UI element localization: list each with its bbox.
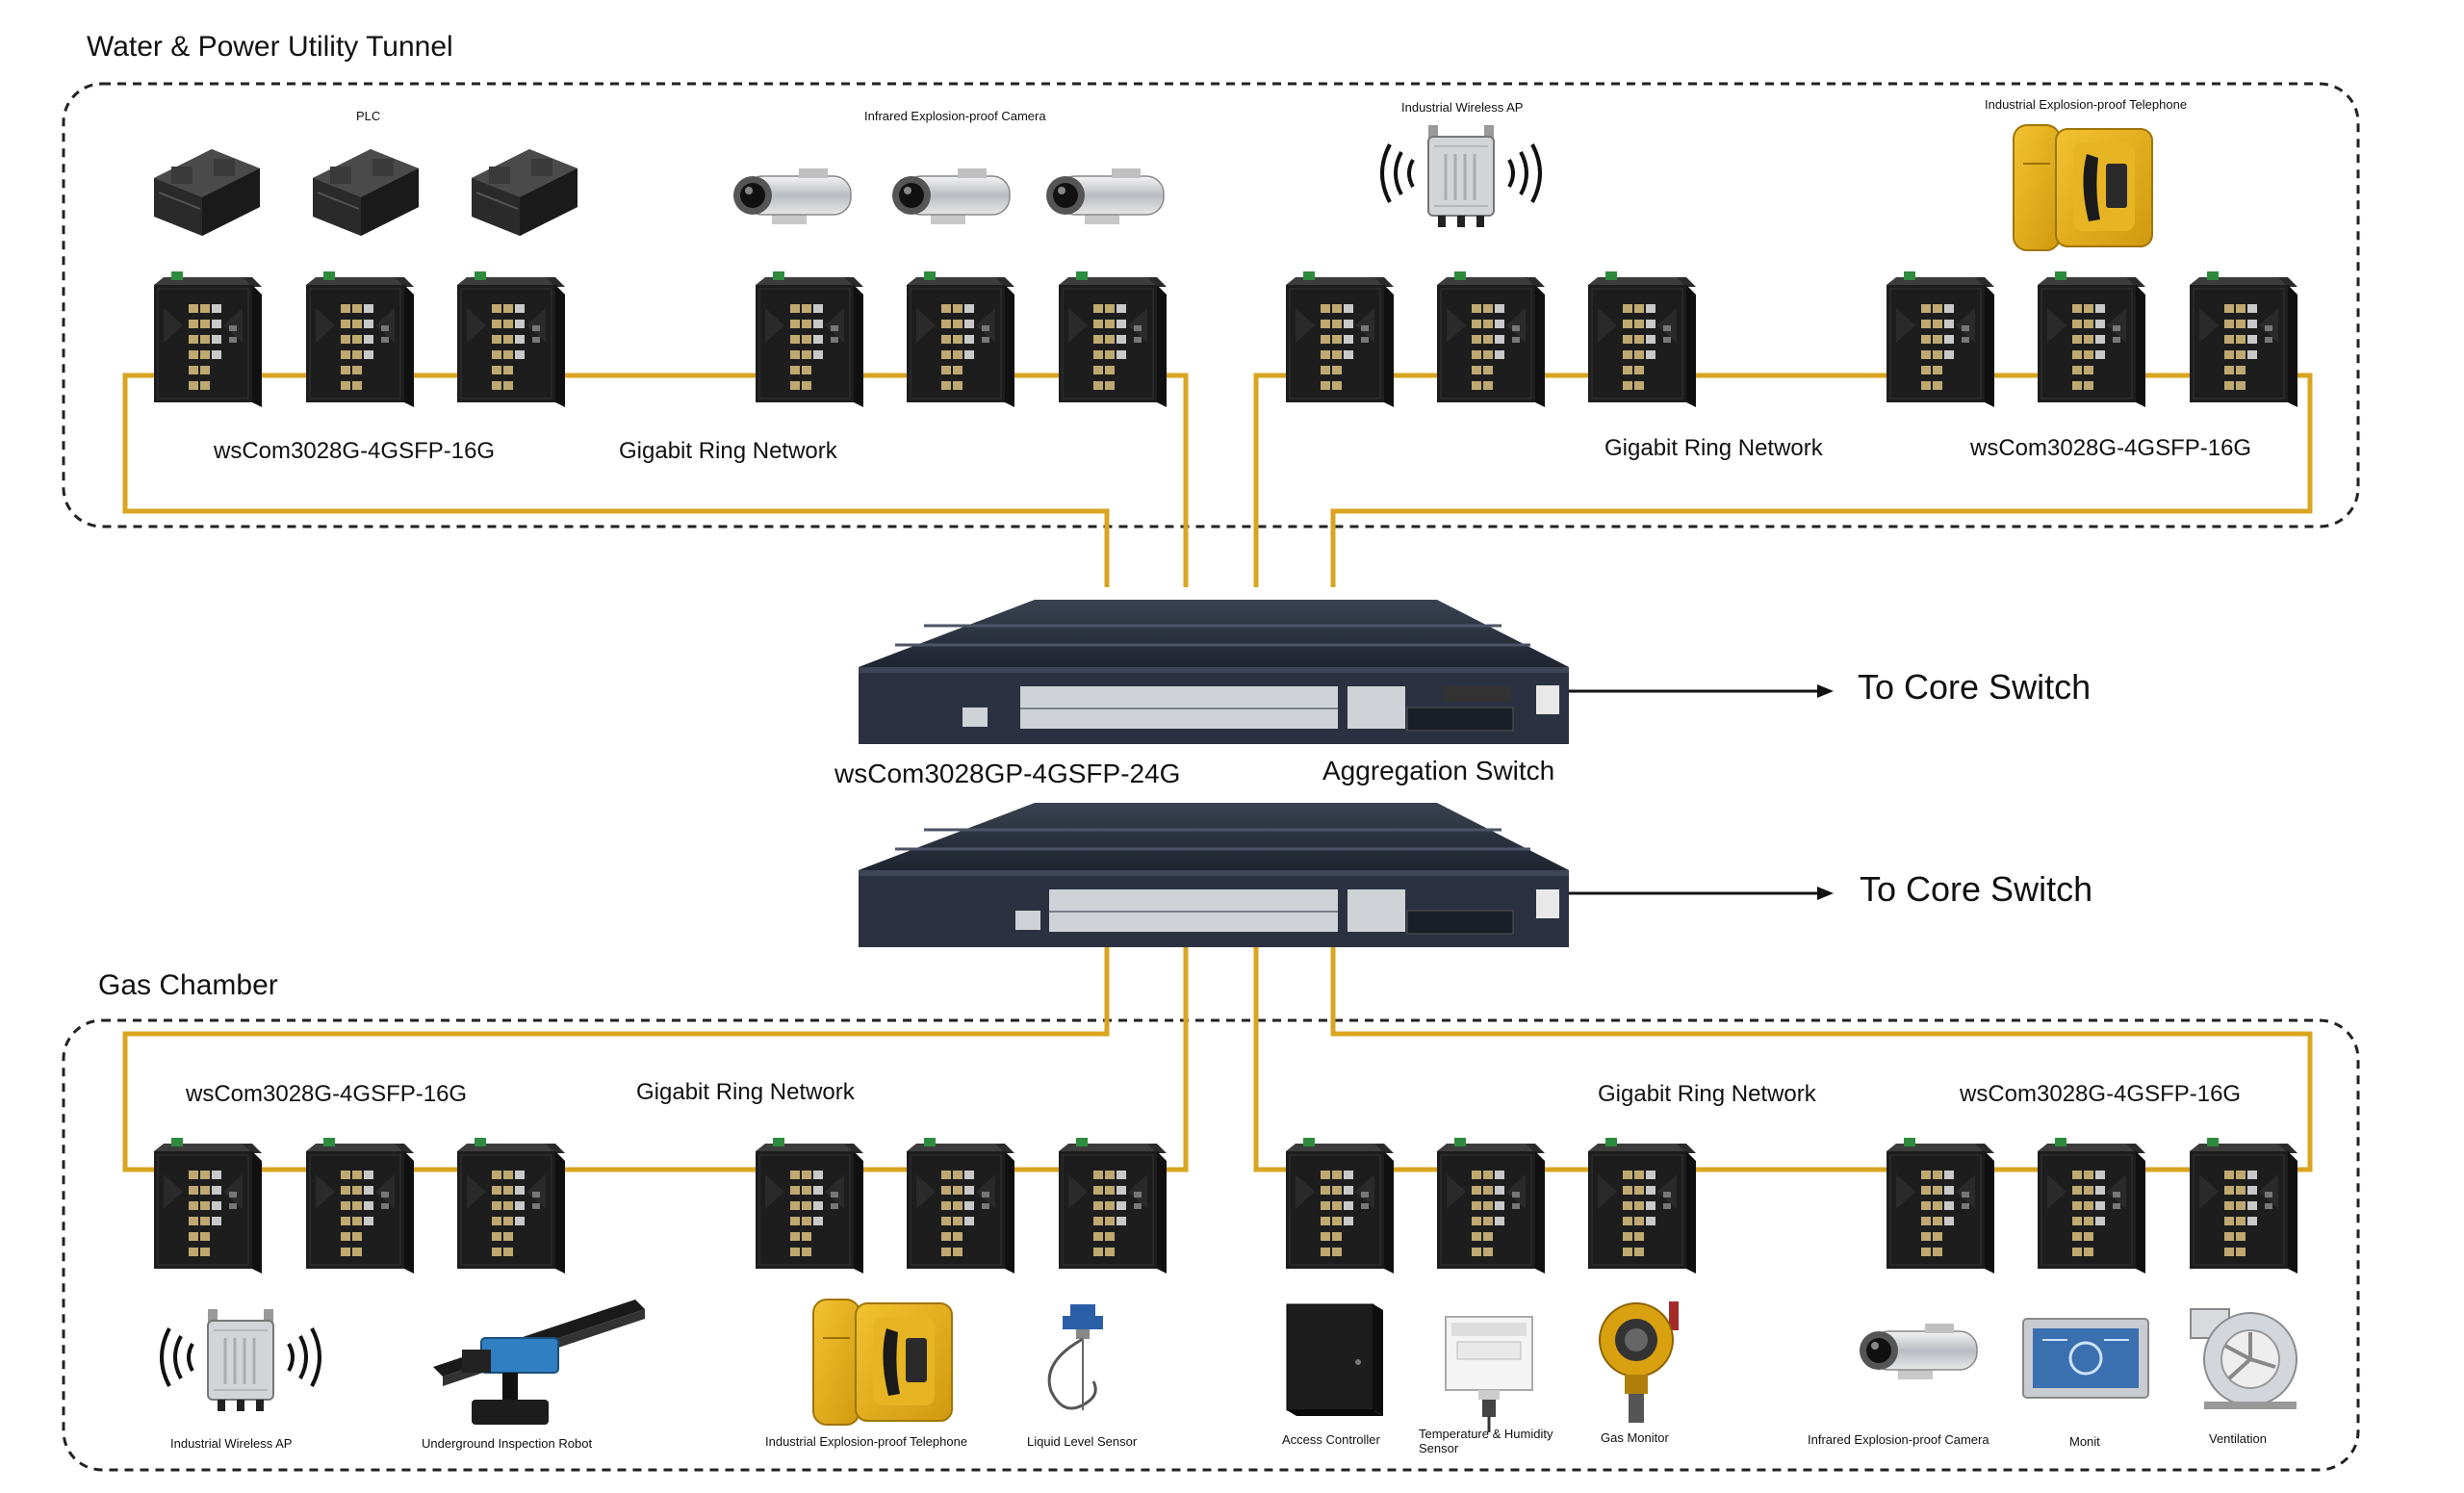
- bottom-right-ring: [1253, 943, 2313, 1172]
- top-left-ring-label: Gigabit Ring Network: [619, 438, 837, 464]
- gas-monitor: [1599, 1300, 1680, 1424]
- liquid-level-sensor-label: Liquid Level Sensor: [1027, 1434, 1138, 1449]
- switch-bottom-2: [305, 1137, 415, 1274]
- switch-top-3: [456, 270, 566, 408]
- wireless-ap-bottom: [160, 1307, 321, 1413]
- switch-top-10: [1886, 270, 1995, 408]
- plc-label: PLC: [356, 109, 381, 123]
- switch-top-12: [2189, 270, 2298, 408]
- wireless-ap-top-label: Industrial Wireless AP: [1401, 100, 1524, 115]
- top-left-ring-inner: [122, 373, 1189, 587]
- aggregation-role-label: Aggregation Switch: [1322, 756, 1555, 785]
- phone-bottom-label: Industrial Explosion-proof Telephone: [765, 1434, 968, 1449]
- switch-top-4: [755, 270, 864, 408]
- inspection-robot: [432, 1299, 646, 1426]
- switch-bottom-1: [153, 1137, 263, 1274]
- plc-2: [312, 148, 420, 237]
- camera-top-3: [1045, 167, 1165, 225]
- gas-monitor-label: Gas Monitor: [1601, 1430, 1669, 1445]
- switch-top-6: [1058, 270, 1168, 408]
- phone-top: [2013, 124, 2153, 251]
- bottom-zone-frame: [62, 1018, 2360, 1472]
- inspection-robot-label: Underground Inspection Robot: [422, 1436, 593, 1451]
- to-core-switch-bottom: To Core Switch: [1860, 869, 2093, 909]
- top-zone-title: Water & Power Utility Tunnel: [87, 31, 453, 63]
- top-ring-lines: [122, 373, 2313, 587]
- bottom-left-model-label: wsCom3028G-4GSFP-16G: [186, 1081, 468, 1107]
- top-right-ring-label: Gigabit Ring Network: [1604, 435, 1823, 461]
- top-right-ring-inner: [1253, 373, 2313, 587]
- bottom-left-ring: [122, 943, 1189, 1172]
- liquid-level-sensor: [1047, 1302, 1105, 1412]
- camera-top-1: [732, 167, 852, 225]
- bottom-zone-title: Gas Chamber: [98, 969, 278, 1001]
- bottom-ring-lines: [122, 943, 2313, 1172]
- temp-humidity-sensor-label: Temperature & Humidity Sensor: [1419, 1427, 1553, 1455]
- access-controller-label: Access Controller: [1282, 1432, 1380, 1447]
- wireless-ap-bottom-label: Industrial Wireless AP: [170, 1436, 293, 1451]
- top-right-model-label: wsCom3028G-4GSFP-16G: [1970, 435, 2252, 461]
- switch-top-5: [906, 270, 1015, 408]
- phone-bottom: [812, 1299, 953, 1426]
- access-controller: [1286, 1303, 1384, 1417]
- camera-top-2: [891, 167, 1011, 225]
- switch-bottom-11: [2037, 1137, 2146, 1274]
- aggregation-switch-upper: [859, 600, 1569, 744]
- plc-1: [153, 148, 261, 237]
- phone-top-label: Industrial Explosion-proof Telephone: [1985, 97, 2188, 112]
- aggregation-model-label: wsCom3028GP-4GSFP-24G: [834, 759, 1181, 788]
- switch-bottom-5: [906, 1137, 1015, 1274]
- switch-bottom-12: [2189, 1137, 2298, 1274]
- switch-bottom-4: [755, 1137, 864, 1274]
- switch-bottom-8: [1436, 1137, 1546, 1274]
- monitor-screen-label: Monit: [2069, 1434, 2100, 1449]
- switch-top-1: [153, 270, 263, 408]
- top-left-model-label: wsCom3028G-4GSFP-16G: [214, 438, 496, 464]
- switch-top-9: [1587, 270, 1697, 408]
- camera-bottom-label: Infrared Explosion-proof Camera: [1808, 1432, 1989, 1447]
- switch-top-11: [2037, 270, 2146, 408]
- bottom-right-model-label: wsCom3028G-4GSFP-16G: [1960, 1081, 2242, 1107]
- monitor-screen: [2021, 1317, 2150, 1400]
- bottom-left-ring-label: Gigabit Ring Network: [636, 1079, 855, 1105]
- top-zone-frame: [62, 82, 2360, 528]
- switch-bottom-6: [1058, 1137, 1168, 1274]
- switch-bottom-3: [456, 1137, 566, 1274]
- switch-top-2: [305, 270, 415, 408]
- core-arrow-bottom: [1569, 887, 1834, 900]
- switch-bottom-7: [1285, 1137, 1395, 1274]
- switch-top-8: [1436, 270, 1546, 408]
- temp-humidity-sensor: [1444, 1315, 1534, 1434]
- aggregation-switch-lower: [859, 803, 1569, 947]
- camera-bottom: [1859, 1323, 1978, 1380]
- ventilation-fan-label: Ventilation: [2209, 1431, 2267, 1446]
- plc-3: [471, 148, 578, 237]
- ventilation-fan: [2189, 1307, 2298, 1411]
- camera-top-label: Infrared Explosion-proof Camera: [864, 109, 1046, 123]
- to-core-switch-top: To Core Switch: [1858, 667, 2092, 707]
- switch-bottom-10: [1886, 1137, 1995, 1274]
- core-arrow-top: [1569, 684, 1834, 698]
- wireless-ap-top: [1380, 123, 1542, 229]
- switch-bottom-9: [1587, 1137, 1697, 1274]
- switch-top-7: [1285, 270, 1395, 408]
- bottom-right-ring-label: Gigabit Ring Network: [1598, 1081, 1816, 1107]
